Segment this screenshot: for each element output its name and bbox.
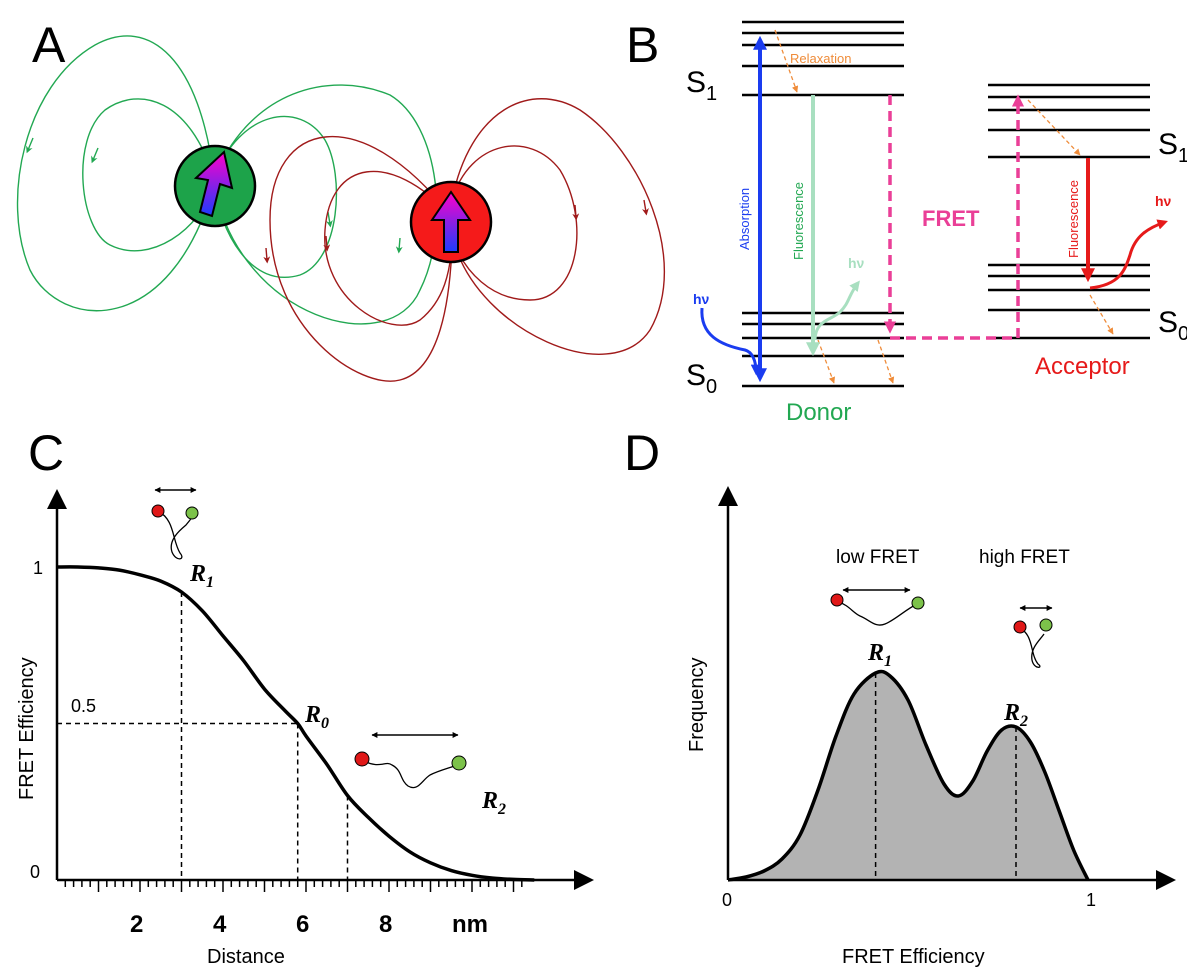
- donor-s0-relaxation-arrow: [817, 339, 836, 384]
- donor-dipole-arrow-icon: [193, 150, 234, 218]
- donor-s0-relaxation-arrow-2: [877, 339, 895, 384]
- donor-s0-label: S0: [686, 359, 717, 398]
- acceptor-relaxation-arrow: [1027, 99, 1081, 156]
- acceptor-dipole: [409, 180, 493, 264]
- panel-c-x-tick: 6: [296, 911, 309, 938]
- acceptor-field-lines: [263, 98, 666, 382]
- donor-hv-absorb-icon: [700, 307, 762, 376]
- panel-d-extended-molecule-icon: [830, 587, 925, 626]
- donor-dipole: [173, 144, 257, 228]
- panel-b-letter: B: [626, 17, 659, 73]
- acceptor-arrowhead-2: [323, 235, 331, 252]
- donor-field-line-outer-left: [16, 35, 215, 312]
- donor-arrowhead-4: [395, 237, 403, 254]
- donor-hv-emit-icon: [813, 280, 860, 341]
- panel-c-x-tick: 2: [130, 911, 143, 938]
- panel-c-x-label: Distance: [207, 946, 285, 968]
- panel-d-peak-lines: [874, 673, 1017, 880]
- fret-label: FRET: [922, 206, 980, 231]
- panel-c-compact-molecule-icon: [151, 487, 199, 560]
- donor-field-line-inner-left: [82, 98, 215, 252]
- panel-c-y-tick-1: 1: [33, 558, 43, 578]
- panel-d-distribution-curve: [727, 669, 1090, 882]
- donor-hv-absorb-label: hν: [693, 291, 710, 307]
- donor-arrowhead-2: [91, 147, 99, 164]
- panel-c-minor-ticks: [64, 880, 523, 892]
- panel-d-r1-label: R1: [867, 640, 892, 670]
- acceptor-s0-label: S0: [1158, 306, 1187, 345]
- donor-energy-levels: [742, 20, 904, 388]
- panel-c-r2-label: R2: [481, 788, 506, 818]
- donor-hv-emit-label: hν: [848, 255, 865, 271]
- panel-d-high-fret-label: high FRET: [979, 547, 1070, 568]
- panel-d-x-label: FRET Efficiency: [842, 946, 985, 968]
- panel-d-compact-molecule-icon: [1013, 605, 1053, 668]
- acceptor-s1-label: S1: [1158, 128, 1187, 167]
- panel-a-letter: A: [32, 17, 66, 73]
- panel-c-y-label: FRET Efficiency: [16, 657, 38, 800]
- donor-field-line-inner-right: [213, 115, 338, 278]
- panel-c-r0-label: R0: [304, 702, 329, 732]
- acceptor-energy-levels: [988, 83, 1150, 340]
- panel-d-letter: D: [624, 425, 660, 481]
- panel-d: D Frequency FRET Efficiency 0 1 low FRET…: [624, 425, 1176, 968]
- acceptor-s0-relaxation-arrow: [1089, 294, 1114, 335]
- donor-arrowhead-3: [325, 211, 333, 228]
- panel-c-r1-label: R1: [189, 561, 214, 591]
- panel-c-fret-curve: [56, 565, 535, 882]
- panel-b: B S1 S0 S1 S0: [626, 17, 1187, 426]
- acceptor-arrowhead-4: [641, 199, 649, 216]
- panel-d-r2-label: R2: [1003, 700, 1028, 730]
- acceptor-dipole-arrow-icon: [430, 190, 472, 253]
- panel-c-guide-lines: [57, 592, 349, 880]
- acceptor-label: Acceptor: [1035, 353, 1130, 380]
- acceptor-hv-emit-icon: [1089, 219, 1168, 290]
- donor-relaxation-arrow: [774, 29, 799, 93]
- panel-c: C FRET Efficiency Distance 1 0 0.5 2 4 6…: [16, 425, 594, 968]
- panel-c-letter: C: [28, 425, 64, 481]
- panel-c-y-tick-0: 0: [30, 862, 40, 882]
- acceptor-arrowhead-3: [572, 204, 580, 221]
- relaxation-label: Relaxation: [790, 51, 851, 66]
- acceptor-field-line-outer-right: [451, 98, 666, 355]
- donor-s1-label: S1: [686, 66, 717, 105]
- absorption-label: Absorption: [737, 188, 752, 250]
- panel-c-x-tick: 8: [379, 911, 392, 938]
- donor-arrowhead-1: [26, 137, 34, 154]
- acceptor-fluorescence-label: Fluorescence: [1066, 180, 1081, 258]
- donor-label: Donor: [786, 399, 851, 426]
- panel-d-x-tick-1: 1: [1086, 890, 1096, 910]
- panel-c-x-tick: 4: [213, 911, 227, 938]
- panel-d-y-label: Frequency: [686, 658, 708, 753]
- acceptor-arrowhead-1: [263, 247, 271, 264]
- acceptor-field-line-outer-left: [269, 135, 453, 382]
- panel-c-x-unit: nm: [452, 911, 488, 938]
- panel-a: A: [16, 17, 666, 382]
- panel-d-distribution-area: [728, 671, 1088, 880]
- panel-d-x-tick-0: 0: [722, 890, 732, 910]
- acceptor-field-line-inner-left: [324, 170, 453, 326]
- panel-c-extended-molecule-icon: [354, 732, 467, 789]
- donor-fluorescence-label: Fluorescence: [791, 182, 806, 260]
- acceptor-field-line-inner-right: [451, 145, 578, 301]
- panel-c-y-tick-half: 0.5: [71, 696, 96, 716]
- panel-d-low-fret-label: low FRET: [836, 547, 920, 568]
- acceptor-hv-label: hν: [1155, 193, 1172, 209]
